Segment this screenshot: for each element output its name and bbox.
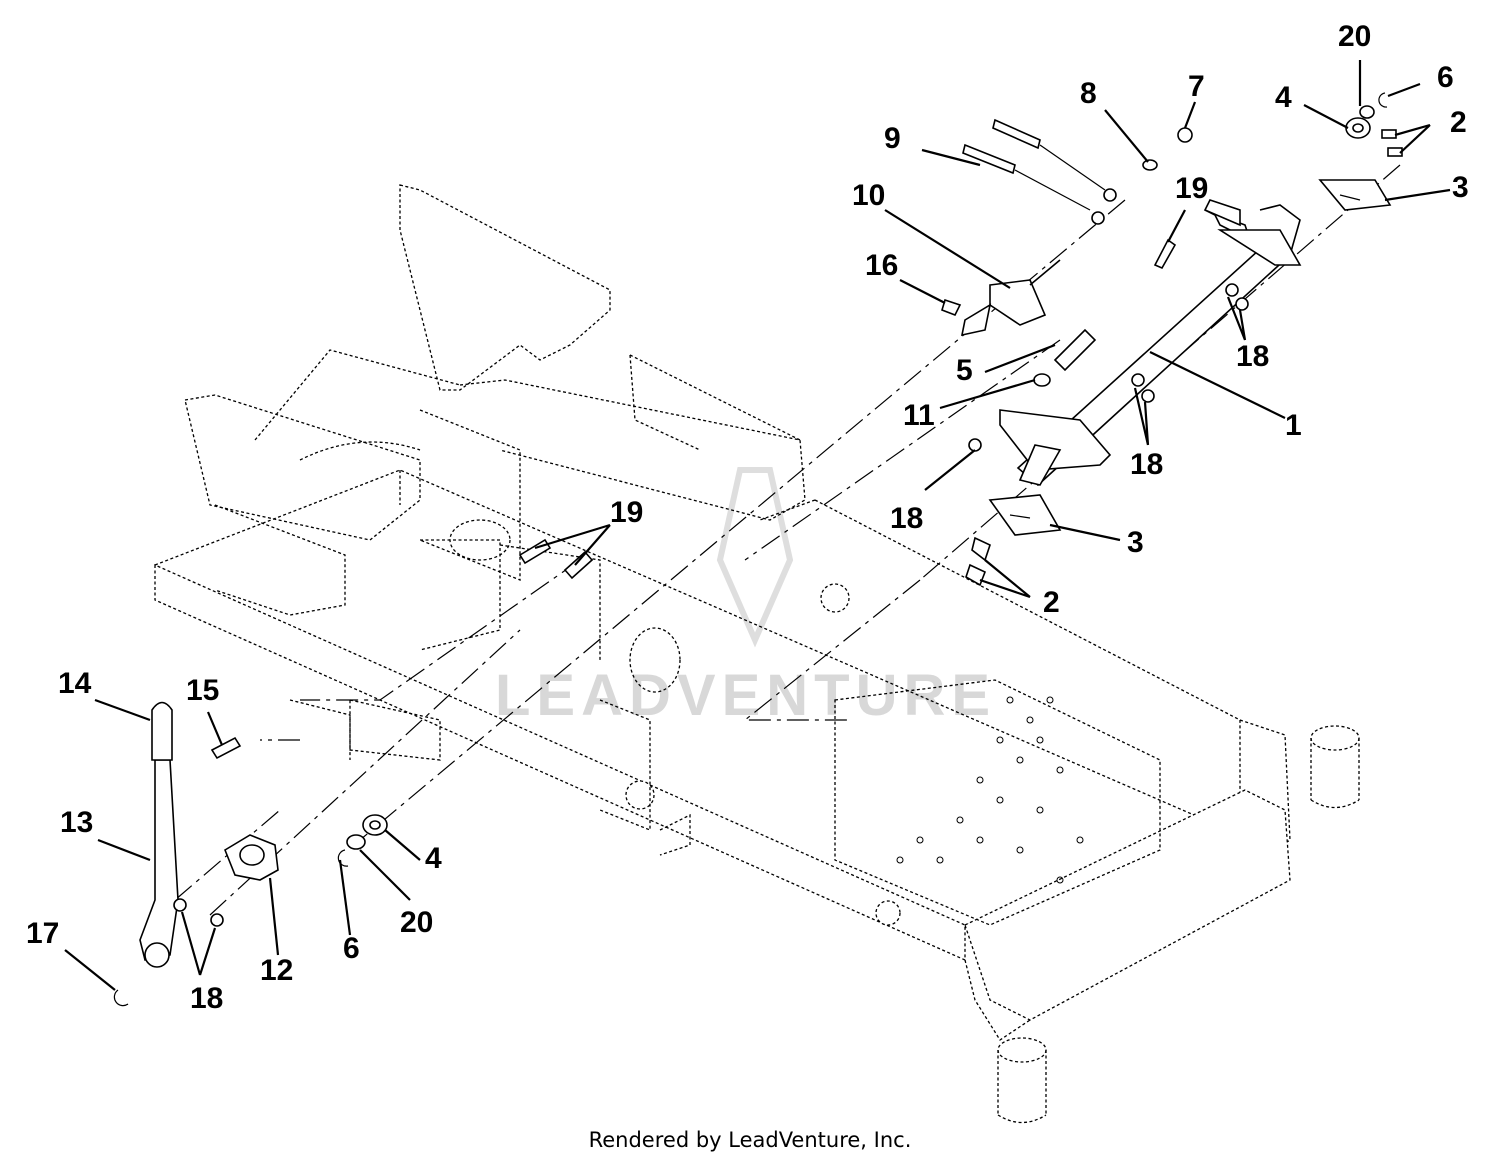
callout-3: 3 (1127, 526, 1144, 559)
pin-part-16 (941, 298, 962, 317)
callout-6: 6 (343, 932, 360, 965)
nut-part-18-single (968, 438, 982, 452)
callout-5: 5 (956, 354, 973, 387)
bearing-part-12 (224, 834, 279, 881)
leader-lines (64, 60, 1451, 991)
callout-19: 19 (1175, 172, 1208, 205)
callout-2: 2 (1043, 586, 1060, 619)
front-caster-tube-left (997, 1037, 1047, 1124)
callout-20: 20 (400, 906, 433, 939)
cable-part-9 (962, 118, 1117, 225)
callout-4: 4 (425, 842, 442, 875)
clip-part-6-lower (337, 849, 349, 867)
callout-4: 4 (1275, 81, 1292, 114)
front-caster-tube-right (1310, 725, 1360, 809)
nut-part-18-group-upper (1225, 283, 1249, 311)
callout-19: 19 (610, 496, 643, 529)
callout-numbers: 1 2 2 3 3 4 4 5 6 6 7 8 9 10 11 12 13 14… (26, 20, 1469, 1015)
lever-part-10 (960, 259, 1061, 337)
bracket-part-3-lower (988, 494, 1062, 536)
callout-16: 16 (865, 249, 898, 282)
callout-2: 2 (1450, 106, 1467, 139)
nut-part-18-lower (173, 898, 224, 927)
callout-9: 9 (884, 122, 901, 155)
washer-part-20-lower (346, 834, 366, 850)
footer-credit: Rendered by LeadVenture, Inc. (588, 1128, 912, 1152)
callout-12: 12 (260, 954, 293, 987)
nut-part-7 (1177, 127, 1193, 143)
callout-11: 11 (903, 399, 935, 432)
callout-18: 18 (1130, 448, 1163, 481)
washer-part-20-upper (1359, 105, 1375, 119)
callout-6: 6 (1437, 61, 1454, 94)
bolt-part-19-upper (1153, 238, 1177, 270)
callout-14: 14 (58, 667, 92, 700)
cross-shaft-part-1 (999, 199, 1302, 487)
callout-8: 8 (1080, 77, 1097, 110)
callout-18: 18 (890, 502, 923, 535)
callout-20: 20 (1338, 20, 1371, 53)
clip-part-17 (113, 989, 129, 1007)
callout-15: 15 (186, 674, 219, 707)
washer-part-11 (1033, 373, 1051, 387)
callout-7: 7 (1188, 70, 1205, 103)
callout-3: 3 (1452, 171, 1469, 204)
callout-18: 18 (190, 982, 223, 1015)
arm-part-13 (139, 759, 179, 968)
watermark: LEADVENTURE (495, 467, 996, 728)
callout-13: 13 (60, 806, 93, 839)
callout-1: 1 (1285, 409, 1302, 442)
foot-plate-holes (896, 696, 1084, 884)
svg-text:LEADVENTURE: LEADVENTURE (495, 663, 996, 728)
link-part-5 (1053, 328, 1097, 372)
callout-18: 18 (1236, 340, 1269, 373)
callout-10: 10 (852, 179, 885, 212)
bolt-part-15 (210, 736, 242, 760)
washer-part-8 (1142, 159, 1158, 171)
grip-part-14 (151, 701, 173, 761)
clip-part-6-upper (1378, 92, 1388, 108)
bushing-part-4-lower (362, 814, 388, 836)
tractor-frame (154, 184, 1360, 1124)
bushing-part-4-upper (1345, 117, 1371, 139)
callout-17: 17 (26, 917, 59, 950)
bracket-part-3-upper (1318, 179, 1392, 211)
nut-part-18-group-mid (1131, 373, 1155, 403)
